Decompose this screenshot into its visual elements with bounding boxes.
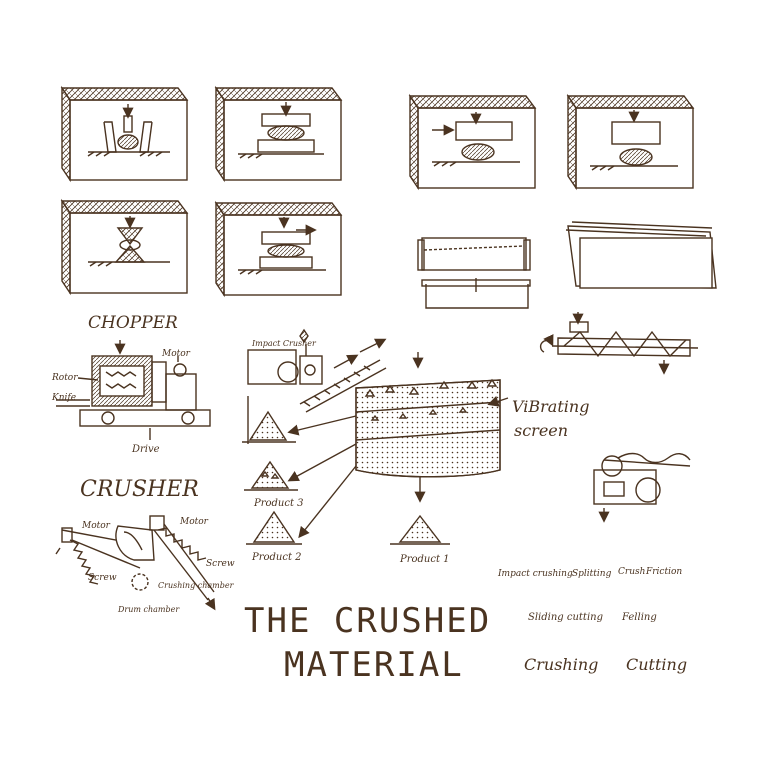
- product-pile-3: [244, 460, 298, 491]
- title-line-2: MATERIAL: [284, 645, 464, 685]
- method-crush: Crush: [618, 567, 645, 577]
- method-cutting: Cutting: [626, 655, 687, 674]
- sliding-cutter-device: [417, 237, 531, 309]
- drive-label: Drive: [131, 444, 160, 455]
- title-line-1: THE CRUSHED: [244, 601, 491, 641]
- crushing-chamber-label: Crushing chamber: [158, 581, 235, 590]
- drum-machine-right: [593, 452, 691, 523]
- box-crush-press: [566, 93, 695, 191]
- vibrating-screen: [247, 352, 509, 539]
- product-1-label: Product 1: [399, 554, 450, 565]
- motor-right-label: Motor: [179, 517, 209, 527]
- method-felling: Felling: [621, 612, 657, 623]
- method-impact-crushing: Impact crushing: [497, 569, 573, 579]
- box-friction-press: [214, 200, 343, 298]
- impact-crusher: [247, 328, 387, 413]
- crusher-label: CRUSHER: [80, 477, 199, 502]
- box-press-v-die: [60, 85, 189, 183]
- chopper-label: CHOPPER: [88, 313, 178, 333]
- screw-right-label: Screw: [206, 559, 235, 569]
- motor-chopper-label: Motor: [161, 349, 191, 359]
- method-splitting: Splitting: [572, 569, 612, 579]
- method-friction: Friction: [645, 567, 682, 577]
- box-flat-press: [214, 85, 343, 183]
- product-pile-2: [246, 510, 302, 545]
- motor-left-label: Motor: [81, 521, 111, 531]
- screw-left-label: Screw: [88, 573, 117, 583]
- impact-crusher-label: Impact Crusher: [251, 339, 317, 348]
- method-crushing: Crushing: [524, 655, 598, 674]
- chopper-machine: [56, 340, 211, 440]
- vibrating-screen-label-1: ViBrating: [512, 397, 589, 416]
- product-pile-1: [390, 514, 450, 545]
- knife-label: Knife: [51, 393, 76, 403]
- screw-conveyor-right: [539, 312, 699, 375]
- product-2-label: Product 2: [251, 552, 302, 563]
- product-pile-upper: [242, 410, 296, 443]
- rotor-label: Rotor: [51, 373, 78, 383]
- box-splitting: [60, 198, 189, 296]
- box-shear-press: [408, 93, 537, 191]
- product-3-label: Product 3: [253, 498, 304, 509]
- vibrating-screen-label-2: screen: [514, 421, 568, 440]
- felling-stack-device: [565, 221, 717, 289]
- crusher-machine: [55, 515, 216, 611]
- method-sliding-cutting: Sliding cutting: [528, 612, 603, 623]
- drum-chamber-label: Drum chamber: [117, 605, 180, 614]
